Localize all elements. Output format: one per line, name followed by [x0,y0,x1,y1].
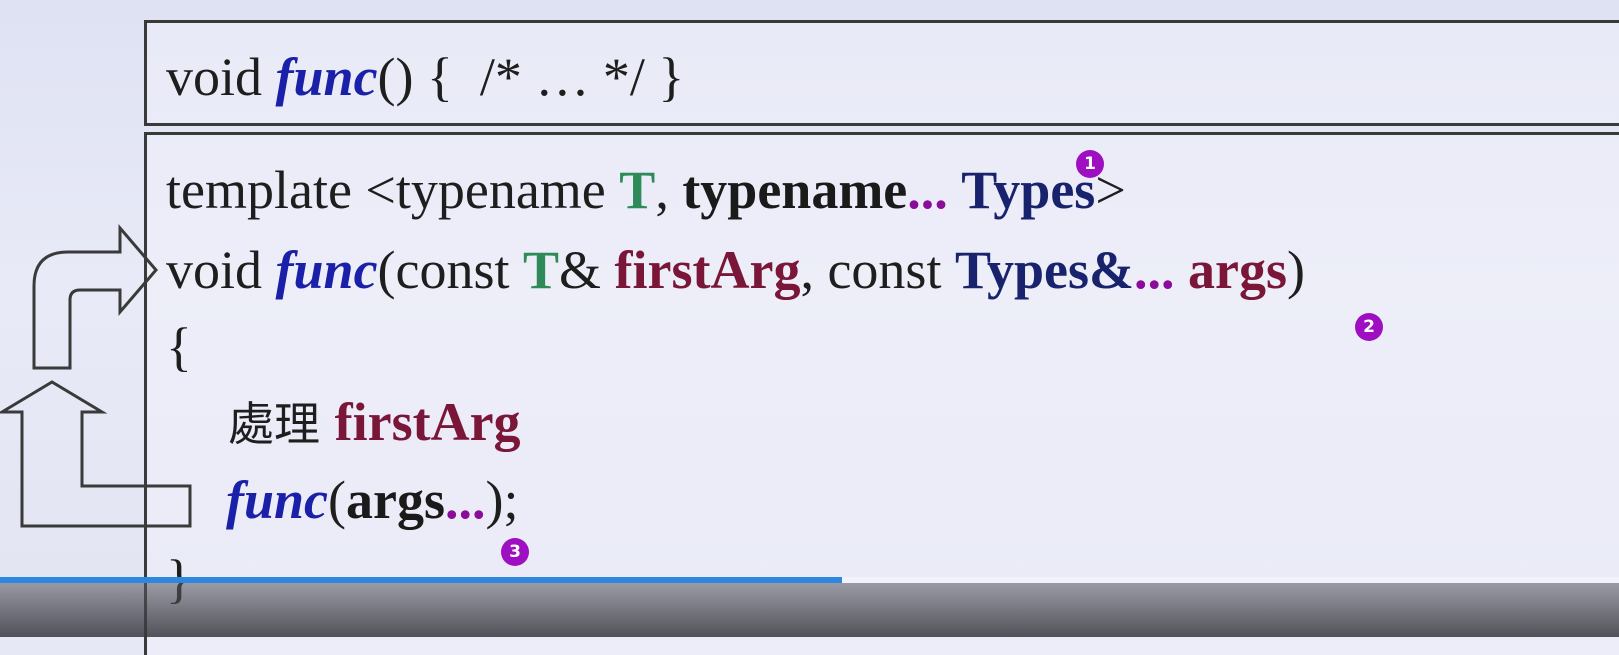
recursion-arrows [0,223,192,528]
brace-open: { [166,317,192,377]
code-box-main [144,132,1619,655]
code-token: (const [377,240,523,300]
pack-ellipsis-2: ... [1133,240,1175,300]
template-param-t: T [523,240,560,300]
func-keyword: func [275,47,378,107]
code-token: ( [328,470,346,530]
code-line-process: 處理 firstArg [228,395,521,449]
code-token: , [655,160,683,220]
first-arg: firstArg [334,392,521,452]
process-label: 處理 [228,397,335,451]
code-token: ) [1286,240,1305,300]
code-line-template: template <typename T, typename... Types> [166,163,1126,217]
args-token: args [346,470,445,530]
code-line-recursive-call: func(args...); [226,473,518,527]
func-keyword: func [226,470,329,530]
func-keyword: func [275,240,378,300]
args-param: args [1187,240,1287,300]
pack-ellipsis-1: ... [907,160,948,220]
code-token [1174,240,1188,300]
code-token: & [559,240,615,300]
code-token: , const [800,240,955,300]
arrow-right-icon [32,223,158,370]
arrow-up-icon [0,380,192,528]
code-token: void [166,240,276,300]
types-pack: Types [961,160,1096,220]
code-line-declaration: void func(const T& firstArg, const Types… [166,243,1305,297]
badge-2: 2 [1355,313,1383,341]
code-token: ); [485,470,519,530]
code-token: template <typename [166,160,620,220]
first-arg: firstArg [614,240,801,300]
code-token: () { /* … */ } [377,47,685,107]
video-progress-fill [0,577,842,583]
code-line-base-func: void func() { /* … */ } [166,50,684,104]
types-ref: Types& [954,240,1134,300]
typename-keyword: typename [682,160,908,220]
video-control-bar[interactable] [0,583,1619,637]
code-box-top [144,20,1619,126]
code-token [948,160,962,220]
pack-ellipsis-3: ... [444,470,486,530]
badge-1: 1 [1076,150,1104,178]
code-token: void [166,47,276,107]
badge-3: 3 [501,538,529,566]
video-progress-track[interactable] [0,577,1619,583]
template-param-t: T [619,160,656,220]
